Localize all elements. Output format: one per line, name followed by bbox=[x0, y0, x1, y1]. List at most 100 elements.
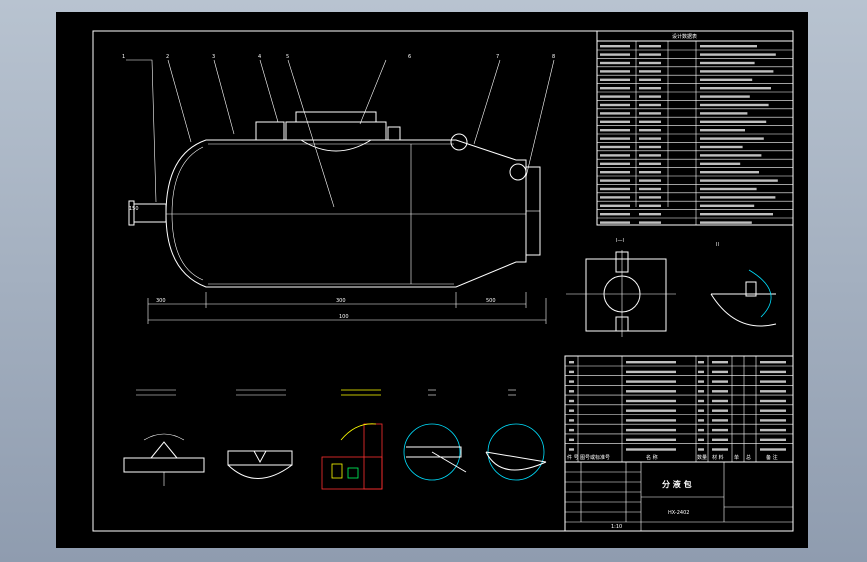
illegible-text bbox=[639, 61, 661, 65]
illegible-text bbox=[712, 409, 728, 412]
illegible-text bbox=[700, 70, 774, 73]
bom-header-3: 数量 bbox=[697, 454, 707, 461]
illegible-text bbox=[700, 45, 757, 48]
illegible-text bbox=[760, 409, 786, 412]
illegible-text bbox=[700, 95, 750, 98]
illegible-text bbox=[700, 120, 767, 123]
illegible-text bbox=[639, 112, 661, 115]
illegible-text bbox=[639, 171, 661, 174]
part-number-4: 4 bbox=[258, 54, 261, 60]
title-block: 分 液 包 HX-2402 1:10 bbox=[564, 461, 794, 532]
illegible-text bbox=[626, 428, 676, 432]
illegible-text bbox=[569, 399, 574, 403]
illegible-text bbox=[698, 428, 704, 432]
illegible-text bbox=[712, 370, 728, 374]
illegible-text bbox=[700, 196, 776, 199]
table-row-lines bbox=[597, 49, 793, 219]
part-number-6: 6 bbox=[408, 54, 411, 60]
illegible-text bbox=[600, 112, 630, 115]
table-title: 设计数据表 bbox=[672, 33, 697, 40]
illegible-text bbox=[760, 448, 786, 451]
illegible-text bbox=[569, 390, 574, 393]
illegible-text bbox=[639, 78, 661, 81]
illegible-text bbox=[712, 361, 728, 364]
bom-header-1: 图号或标准号 bbox=[580, 454, 610, 461]
part-number-8: 8 bbox=[552, 54, 555, 60]
illegible-text bbox=[700, 87, 771, 90]
illegible-text bbox=[600, 95, 630, 98]
illegible-text bbox=[712, 438, 728, 441]
illegible-text bbox=[569, 370, 574, 374]
illegible-text bbox=[760, 438, 786, 441]
illegible-text bbox=[600, 187, 630, 191]
part-number-3: 3 bbox=[212, 54, 215, 60]
drawing-number: HX-2402 bbox=[668, 510, 689, 516]
illegible-text bbox=[639, 187, 661, 191]
section-view: I—I II bbox=[566, 238, 777, 337]
illegible-text bbox=[712, 380, 728, 383]
illegible-text bbox=[698, 419, 704, 422]
dim-label-4: 100 bbox=[339, 314, 349, 320]
illegible-text bbox=[712, 448, 728, 451]
illegible-text bbox=[639, 45, 661, 48]
dim-label-2: 300 bbox=[336, 298, 346, 304]
illegible-text bbox=[700, 204, 755, 207]
part-number-1: 1 bbox=[122, 54, 125, 60]
dim-label-1: 300 bbox=[156, 298, 166, 304]
illegible-text bbox=[700, 53, 776, 56]
illegible-text bbox=[700, 137, 764, 140]
illegible-text bbox=[700, 221, 752, 224]
dim-label-3: 500 bbox=[486, 298, 496, 304]
illegible-text bbox=[600, 120, 630, 123]
bom-header-2: 名 称 bbox=[646, 454, 658, 461]
weld-detail-2 bbox=[227, 389, 293, 479]
illegible-text bbox=[626, 448, 676, 451]
illegible-text bbox=[639, 70, 661, 73]
drawing-canvas[interactable]: 1 2 3 4 5 6 7 8 300 300 500 100 150 设计数据… bbox=[56, 12, 808, 548]
illegible-text bbox=[600, 154, 630, 157]
illegible-text bbox=[639, 145, 661, 149]
weld-detail-5 bbox=[485, 389, 547, 481]
illegible-text bbox=[760, 380, 786, 383]
illegible-text bbox=[626, 380, 676, 383]
bom-header: 件 号 图号或标准号 名 称 数量 材 料 单 总 备 注 bbox=[567, 454, 778, 461]
illegible-text bbox=[639, 137, 661, 140]
illegible-text bbox=[698, 399, 704, 403]
illegible-text bbox=[639, 129, 661, 132]
illegible-text bbox=[700, 103, 769, 107]
illegible-text bbox=[698, 380, 704, 383]
illegible-text bbox=[639, 53, 661, 56]
illegible-text bbox=[760, 361, 786, 364]
illegible-text bbox=[569, 380, 574, 383]
illegible-text bbox=[600, 145, 630, 149]
weld-detail-4 bbox=[403, 389, 467, 481]
illegible-text bbox=[700, 213, 773, 216]
illegible-text bbox=[569, 438, 574, 441]
table-filler-text bbox=[600, 45, 778, 224]
illegible-text bbox=[639, 213, 661, 216]
illegible-text bbox=[698, 361, 704, 364]
part-number-2: 2 bbox=[166, 54, 169, 60]
illegible-text bbox=[600, 129, 630, 132]
illegible-text bbox=[600, 45, 630, 48]
dim-label-5: 150 bbox=[129, 206, 139, 212]
illegible-text bbox=[600, 213, 630, 216]
illegible-text bbox=[760, 390, 786, 393]
illegible-text bbox=[700, 112, 748, 115]
bom-table: 件 号 图号或标准号 名 称 数量 材 料 单 总 备 注 bbox=[564, 355, 794, 463]
illegible-text bbox=[700, 162, 741, 165]
illegible-text bbox=[639, 95, 661, 98]
illegible-text bbox=[600, 103, 630, 107]
illegible-text bbox=[700, 179, 778, 182]
bom-header-5: 单 bbox=[734, 454, 739, 461]
illegible-text bbox=[639, 154, 661, 157]
illegible-text bbox=[600, 70, 630, 73]
illegible-text bbox=[698, 370, 704, 374]
equipment-name: 分 液 包 bbox=[662, 479, 692, 489]
illegible-text bbox=[600, 53, 630, 56]
illegible-text bbox=[569, 409, 574, 412]
illegible-text bbox=[569, 428, 574, 432]
illegible-text bbox=[600, 204, 630, 207]
illegible-text bbox=[639, 196, 661, 199]
illegible-text bbox=[639, 162, 661, 165]
